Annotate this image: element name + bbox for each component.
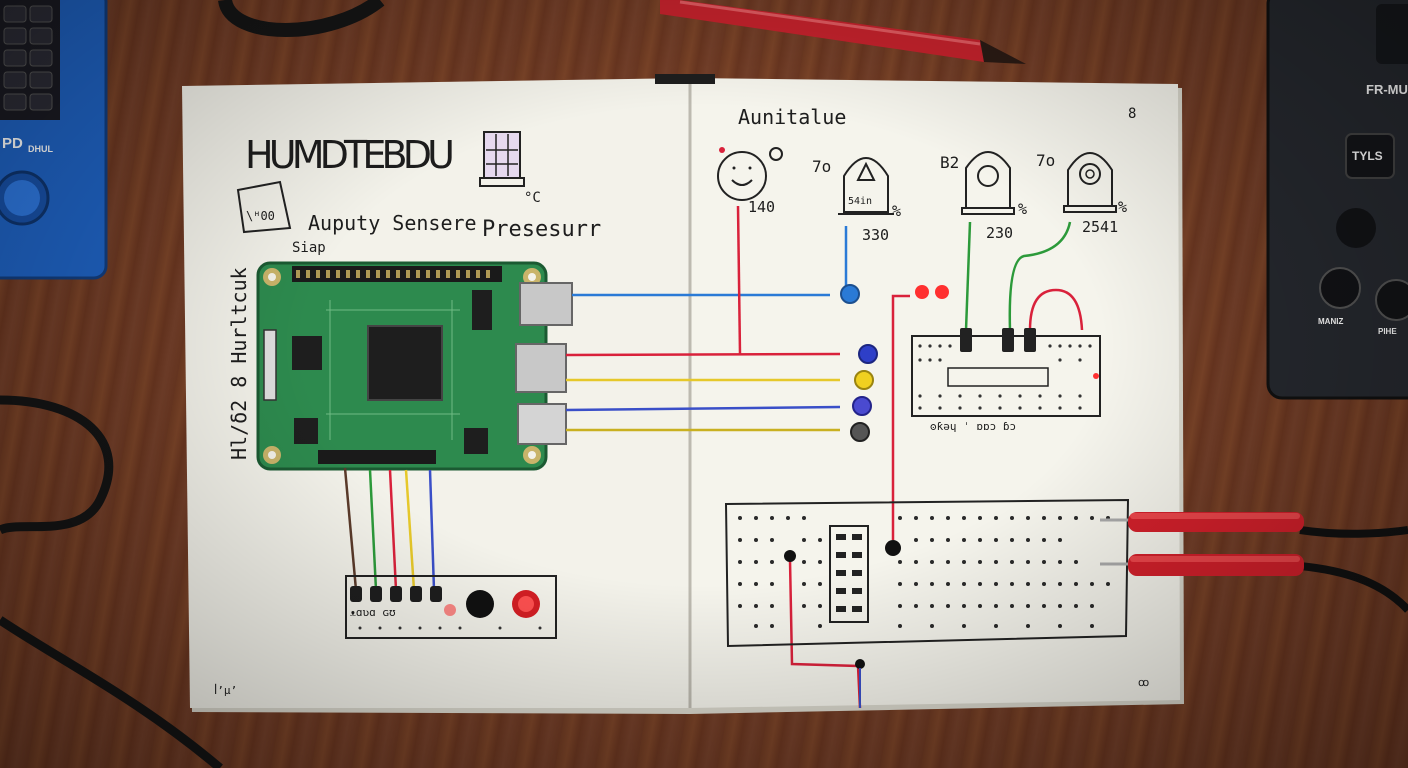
left-device-label: PD — [2, 135, 23, 152]
large-breadboard — [724, 498, 1130, 708]
left-blue-device: PD DHUL — [0, 0, 108, 280]
label-sigil: Siap — [292, 240, 326, 256]
svg-text:\ᴴ00: \ᴴ00 — [246, 209, 275, 223]
cable-top — [218, 0, 385, 37]
reading-2-value: 330 — [862, 226, 889, 244]
right-device-knob-label: MANIZ — [1318, 317, 1343, 326]
board-wires — [343, 293, 841, 591]
reading-3-prefix: B2 — [940, 153, 959, 172]
sensor-sketch-1 — [717, 147, 783, 201]
reading-3-unit: % — [1018, 200, 1027, 218]
wire-terminals — [840, 284, 949, 442]
small-breadboard: ᴥɑʋɑ ɢʊ — [345, 575, 557, 639]
microcontroller-board — [256, 261, 573, 471]
reading-4-prefix: 7o — [1036, 151, 1055, 170]
sensor-module-sketch — [479, 131, 525, 187]
reading-2-prefix: 7o — [812, 157, 831, 176]
right-page — [690, 78, 1180, 708]
left-page-title: HUMDTEBDU — [245, 133, 455, 177]
right-page-number: 8 — [1128, 106, 1136, 122]
sensor-sketch-4 — [1063, 152, 1117, 213]
label-pressure: Presesurr — [482, 217, 601, 242]
label-sensor: Auputy Sensere — [308, 211, 477, 235]
sensor-sketch-2 — [838, 157, 894, 215]
cable-left-lower — [0, 616, 223, 768]
right-page-title: Aunitalue — [738, 105, 846, 129]
right-dark-device: FR-MU TYLS MANIZ PIHE — [1266, 0, 1408, 400]
left-device-sublabel: DHUL — [28, 144, 53, 154]
left-page-corner-note: ꟾ’µ’ — [214, 683, 237, 697]
reading-3-value: 230 — [986, 224, 1013, 242]
right-device-knob-label-2: PIHE — [1378, 327, 1397, 336]
gauge-label: 54in — [848, 196, 872, 207]
right-device-button-label: TYLS — [1352, 149, 1383, 163]
reading-4-value: 2541 — [1082, 218, 1118, 236]
red-pencil — [660, 0, 1026, 64]
small-sketch-box: \ᴴ00 — [236, 180, 292, 234]
reading-2-unit: % — [892, 202, 901, 220]
right-device-label: FR-MU — [1366, 82, 1408, 97]
sensor-sketch-3 — [961, 151, 1015, 215]
small-breadboard-labels: ᴥɑʋɑ ɢʊ — [350, 606, 396, 619]
right-page-corner-note: ꝏ — [1138, 676, 1149, 689]
mid-breadboard-caption: ʘƙǝɥ ˈ ɒɒɔ ɓɔ — [930, 420, 1016, 433]
red-test-probes — [1100, 512, 1408, 613]
reading-1-value: 140 — [748, 198, 775, 216]
label-celsius: °C — [524, 190, 541, 206]
reading-4-unit: % — [1118, 198, 1127, 216]
margin-text: Hl/δ2 8 Hurltcuk — [227, 267, 251, 460]
mid-breadboard: ʘƙǝɥ ˈ ɒɒɔ ɓɔ — [911, 328, 1101, 433]
cable-left — [0, 395, 114, 535]
